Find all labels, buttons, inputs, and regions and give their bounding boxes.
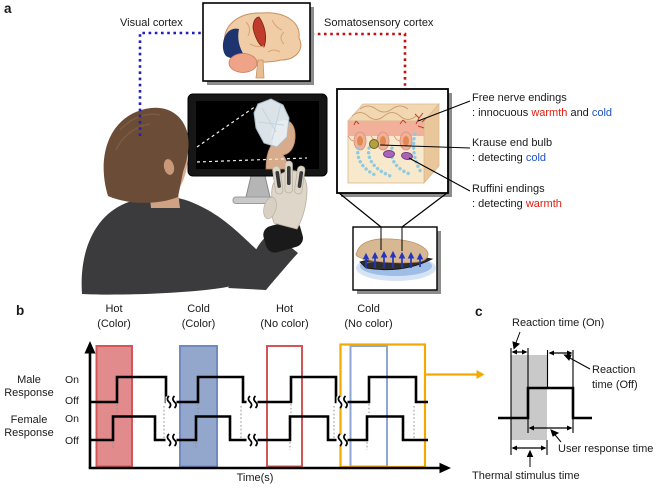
stimulus-label-hot-color: Hot(Color): [97, 303, 131, 330]
on-label-male: On: [65, 374, 80, 386]
somatosensory-region: [252, 16, 267, 48]
off-label-female: Off: [65, 435, 79, 447]
receptor-desc: : innocuous warmth and cold: [472, 107, 613, 119]
monitor-illustration: [187, 93, 328, 204]
brain-box: [202, 2, 314, 85]
skin-illustration: [347, 102, 440, 185]
male-waveform: [90, 375, 428, 404]
leader-line: [379, 144, 471, 149]
thermal-stimulus-arrow: [511, 445, 547, 451]
visual-cortex-label: Visual cortex: [120, 17, 183, 29]
break-marks: [165, 395, 348, 447]
leader-line: [380, 227, 403, 251]
hair: [103, 107, 189, 203]
guide-lines: [112, 404, 415, 450]
b-axes: [84, 341, 451, 474]
skin-cross-section-box: [336, 88, 471, 197]
brainstem: [255, 59, 265, 79]
user-response-time-label: User response time: [558, 443, 654, 455]
panel-b-label: b: [16, 303, 25, 318]
leader-line: [408, 157, 471, 192]
visual-cortex-region: [222, 28, 244, 59]
finger-device-box: [352, 226, 441, 294]
receptor-title: Ruffini endings: [472, 183, 545, 195]
panel-b-plot: [84, 341, 485, 474]
thermal-arrows: [362, 250, 424, 268]
stimulus-label-cold-nocolor: Cold(No color): [344, 303, 393, 330]
receptor-desc: : detecting cold: [472, 152, 547, 164]
highlight-arrow: [425, 370, 485, 379]
receptor-desc: : detecting warmth: [472, 198, 562, 210]
panel-a-label: a: [4, 1, 12, 16]
on-label-female: On: [65, 413, 80, 425]
free-nerve-endings: [353, 112, 427, 129]
ear: [163, 159, 175, 175]
krause-end-bulb: [369, 139, 379, 149]
panel-c-label: c: [475, 304, 483, 319]
leader-line: [417, 100, 471, 122]
receptor-title: Krause end bulb: [472, 137, 553, 149]
reaction-time-on-label: Reaction time (On): [512, 317, 605, 329]
reaction-on-arrow: [511, 349, 528, 355]
panel-c-diagram: [498, 331, 592, 467]
stimulus-label-cold-color: Cold(Color): [181, 303, 216, 330]
time-axis-label: Time(s): [236, 472, 274, 484]
person-illustration: [81, 107, 308, 295]
receptor-title: Free nerve endings: [472, 92, 567, 104]
ruffini-ending: [401, 151, 413, 161]
female-waveform: [90, 415, 428, 442]
pointer-lines: [512, 331, 591, 467]
stimulus-label-hot-nocolor: Hot(No color): [260, 303, 309, 330]
thumb: [263, 196, 277, 220]
off-label-male: Off: [65, 395, 79, 407]
receptor-item: Ruffini endings : detecting warmth: [472, 182, 562, 212]
zoom-lines: [338, 192, 448, 228]
user-response-arrow: [528, 425, 573, 431]
cerebellum: [228, 53, 258, 73]
somatosensory-cortex-label: Somatosensory cortex: [324, 17, 434, 29]
sight-lines: [196, 105, 308, 163]
highlight-rect: [339, 343, 427, 469]
response-pulse: [498, 386, 592, 420]
reaction-off-arrow: [548, 350, 573, 356]
hand-ice-illustration: [253, 98, 296, 170]
brain-illustration: [222, 12, 302, 79]
stimulus-bands: [95, 345, 388, 468]
monitor-stand: [245, 175, 271, 198]
thermal-stimulus-time-label: Thermal stimulus time: [472, 470, 580, 482]
ruffini-ending: [383, 150, 395, 158]
receptor-item: Krause end bulb : detecting cold: [472, 136, 552, 166]
torso: [81, 196, 268, 295]
receptor-item: Free nerve endings : innocuous warmth an…: [472, 91, 612, 121]
vr-glove: [263, 160, 308, 253]
